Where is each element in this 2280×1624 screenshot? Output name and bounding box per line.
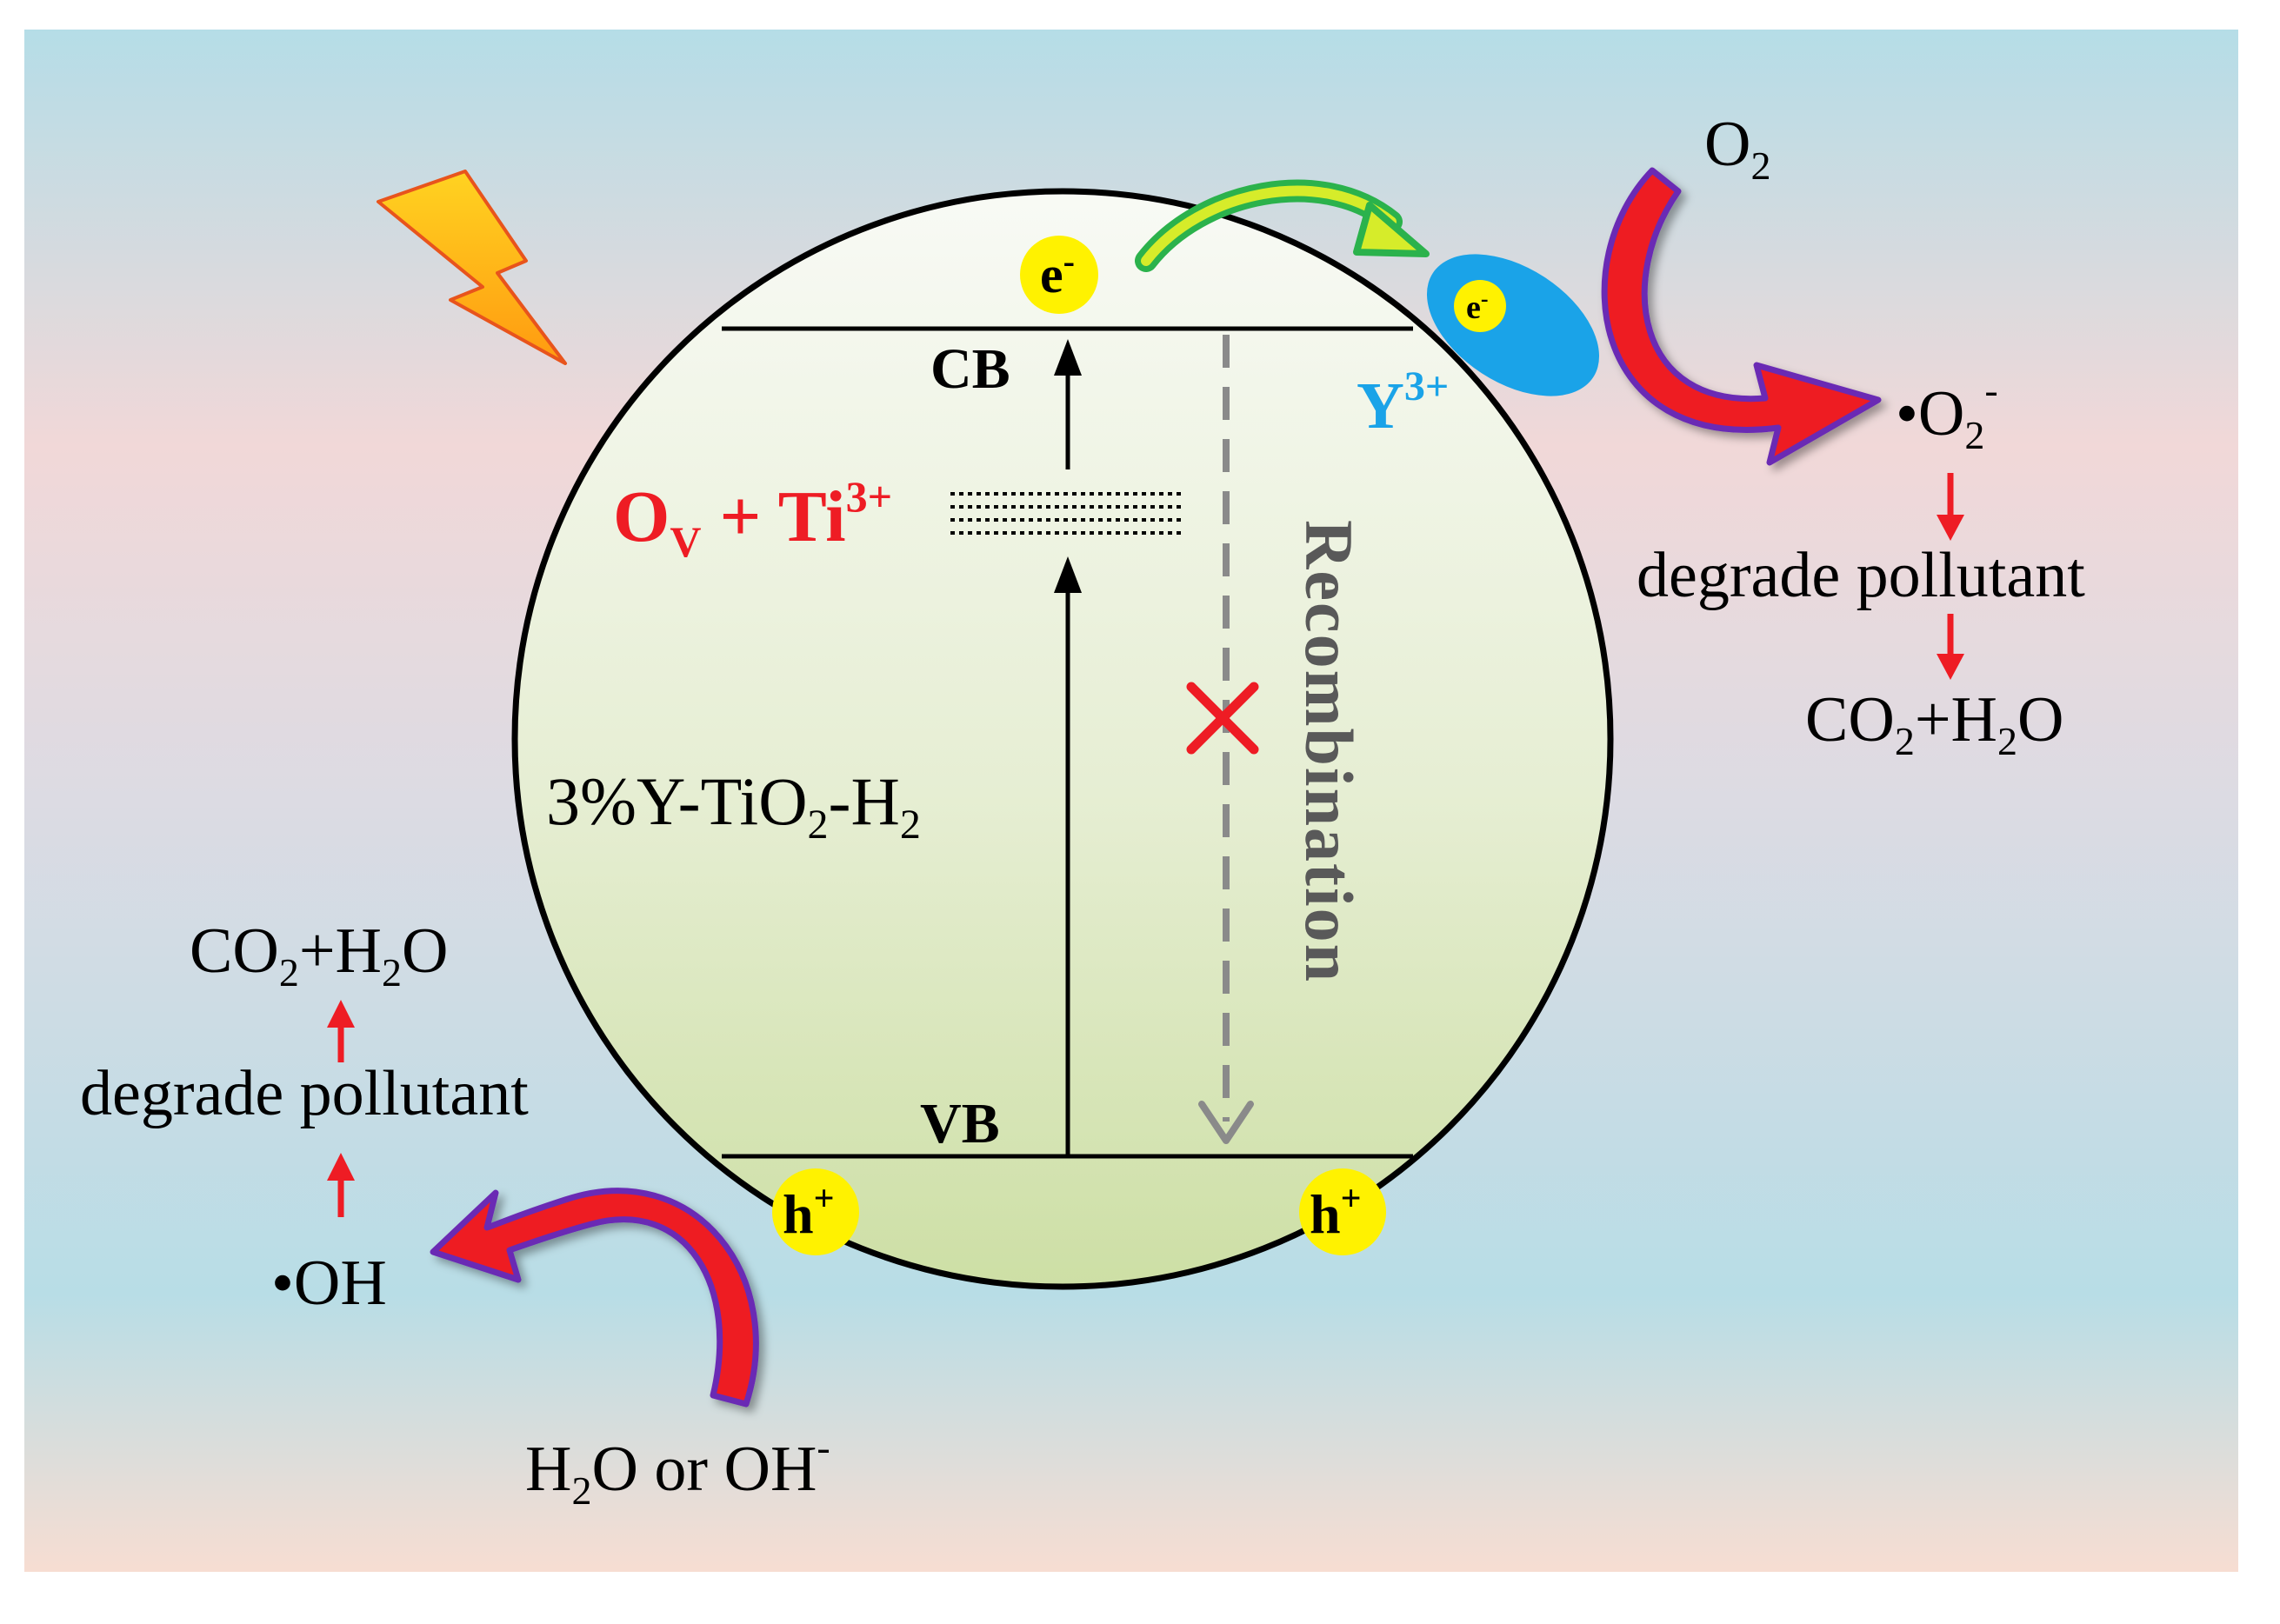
- recombination-arrowhead: [1198, 1101, 1254, 1144]
- svg-text:h+: h+: [1310, 1179, 1362, 1245]
- right-step-arrow-1: [1937, 473, 1964, 541]
- svg-text:h+: h+: [783, 1179, 835, 1245]
- left-step-arrow-1: [327, 1000, 355, 1062]
- right-step-arrow-2: [1937, 614, 1964, 680]
- water-source-label: H2O or OH-: [525, 1425, 830, 1513]
- hole-right: h+: [1299, 1168, 1386, 1255]
- right-products: CO2+H2O: [1805, 684, 2063, 763]
- catalyst-sphere: [511, 188, 1614, 1290]
- svg-text:e-: e-: [1040, 242, 1075, 303]
- superoxide-label: •O2-: [1896, 368, 1998, 457]
- cb-label: CB: [930, 337, 1010, 401]
- vb-to-defect-arrowhead: [1054, 556, 1082, 593]
- left-step-arrow-2: [327, 1153, 355, 1217]
- defect-label: OV + Ti3+: [613, 472, 892, 566]
- recombination-label: Recombination: [1291, 520, 1367, 983]
- oxygen-reduction-arrow: [1601, 167, 1882, 466]
- defect-levels: [950, 492, 1181, 535]
- lightning-bolt-icon: [377, 170, 567, 365]
- yttrium-site: e-: [1426, 254, 1600, 396]
- vb-label: VB: [920, 1092, 1000, 1155]
- oxygen-label: O2: [1704, 109, 1770, 188]
- hole-left: h+: [772, 1168, 859, 1255]
- material-label: 3%Y-TiO2-H2: [546, 763, 921, 848]
- yttrium-label: Y3+: [1357, 363, 1449, 443]
- left-degrade-text: degrade pollutant: [80, 1058, 529, 1129]
- defect-to-cb-arrowhead: [1054, 339, 1082, 376]
- electron-transfer-arrow: [1135, 179, 1430, 272]
- right-degrade-text: degrade pollutant: [1637, 540, 2085, 611]
- left-products: CO2+H2O: [190, 915, 448, 995]
- svg-text:e-: e-: [1466, 286, 1489, 326]
- electron-cb: e-: [1020, 236, 1098, 314]
- water-oxidation-arrow: [430, 1188, 759, 1408]
- blocked-cross-icon: [1186, 682, 1259, 755]
- hydroxyl-label: •OH: [271, 1248, 387, 1319]
